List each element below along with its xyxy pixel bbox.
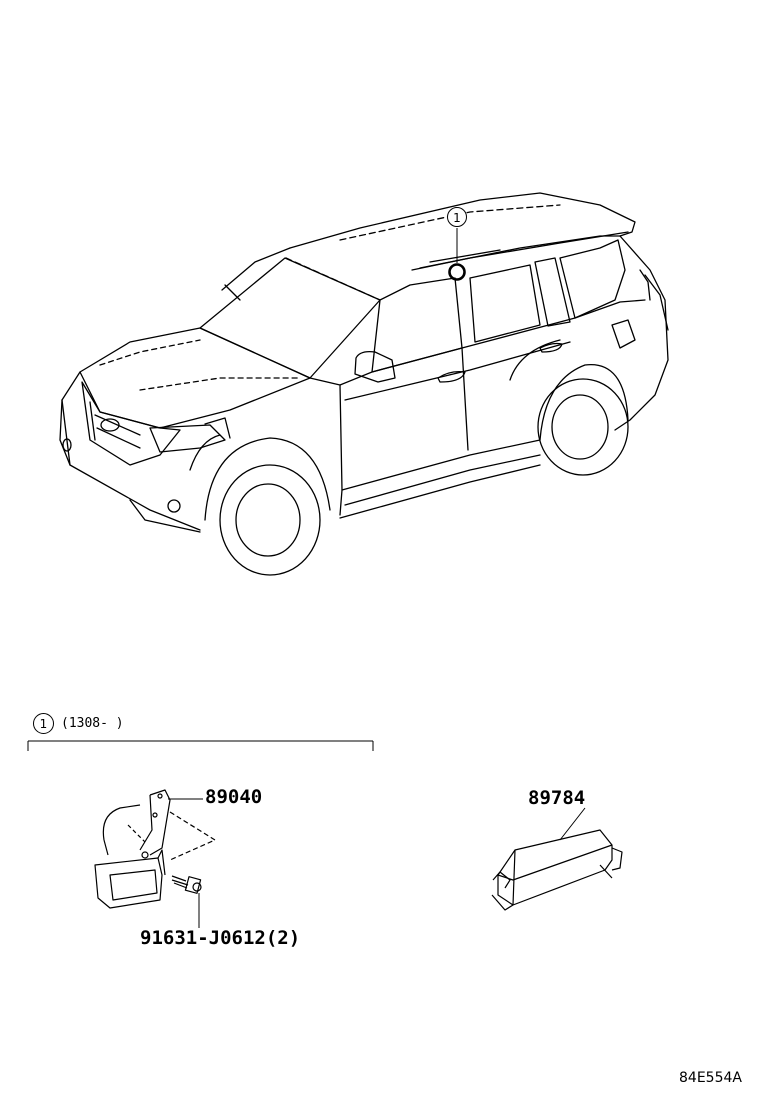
group-date-range: (1308- ) [61, 716, 124, 731]
vehicle-illustration [59, 192, 669, 576]
callout-marker-roof[interactable]: 1 [447, 207, 467, 227]
part-label-89784[interactable]: 89784 [528, 787, 586, 809]
part-label-89040[interactable]: 89040 [205, 786, 263, 808]
part-label-91631-J0612[interactable]: 91631-J0612(2) [140, 927, 301, 949]
leader-lines [168, 798, 586, 928]
callout-leader [448, 228, 466, 281]
diagram-code: 84E554A [679, 1070, 742, 1086]
callout-target-ring [448, 263, 466, 281]
sensor-bracket-drawing [94, 789, 216, 909]
group-bracket [27, 740, 374, 751]
group-marker: 1 [33, 713, 54, 734]
control-module-drawing [491, 829, 623, 911]
